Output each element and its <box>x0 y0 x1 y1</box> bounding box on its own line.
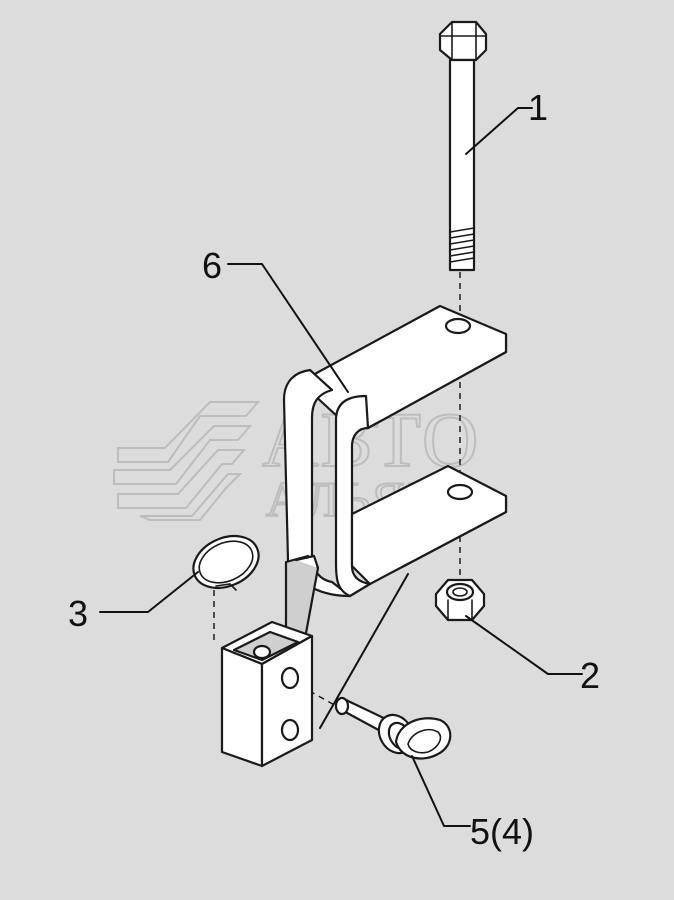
callout-5-4: 5(4) <box>470 811 534 852</box>
callout-6: 6 <box>202 245 222 286</box>
watermark-emblem <box>113 401 261 521</box>
bolt-thread <box>449 227 475 263</box>
callout-2: 2 <box>580 655 600 696</box>
leader-bracket-link <box>319 573 409 729</box>
mounting-block <box>220 554 320 768</box>
spring-ring <box>192 534 260 591</box>
leader-6 <box>227 263 349 393</box>
callout-labels: 1 6 3 2 5(4) <box>68 87 600 852</box>
callout-1: 1 <box>528 87 548 128</box>
bottom-arm-hole <box>446 483 474 501</box>
block-hole-upper <box>280 666 300 690</box>
leader-2 <box>465 615 583 675</box>
bolt-shank <box>448 58 476 272</box>
nut <box>434 578 486 622</box>
leader-3 <box>99 571 199 613</box>
bolt-head <box>438 20 488 62</box>
callout-3: 3 <box>68 593 88 634</box>
bolt <box>438 20 488 272</box>
lock-pin <box>334 696 452 760</box>
block-hole-lower <box>280 718 300 742</box>
c-bracket <box>282 304 508 598</box>
leader-1 <box>465 107 533 155</box>
top-arm-hole <box>444 317 472 335</box>
leader-lines <box>99 107 583 827</box>
leader-5 <box>411 755 471 827</box>
